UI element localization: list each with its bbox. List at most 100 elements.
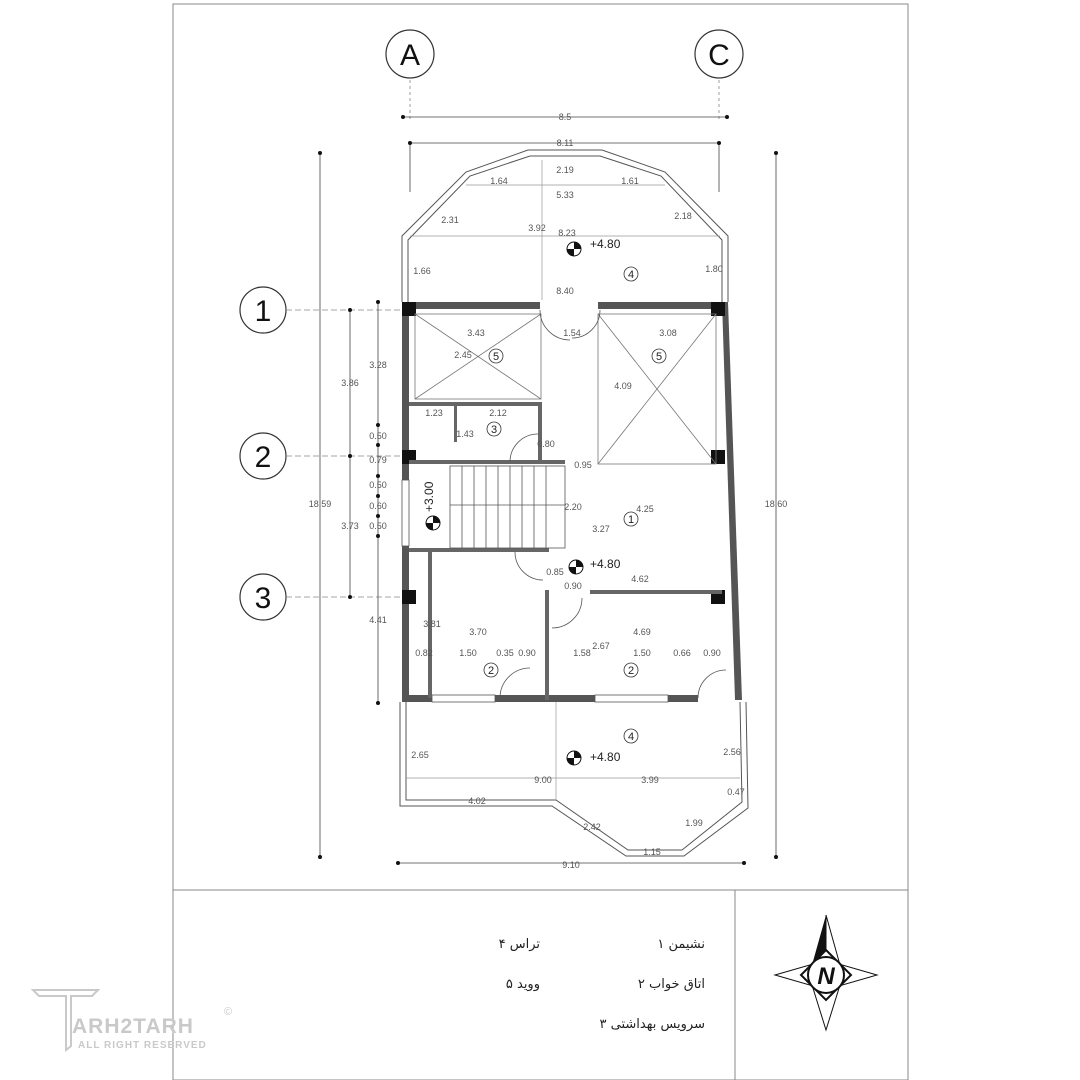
svg-text:8.11: 8.11 (557, 138, 574, 148)
svg-text:3.92: 3.92 (528, 223, 546, 233)
svg-text:9.00: 9.00 (534, 775, 552, 785)
svg-text:2.56: 2.56 (723, 747, 741, 757)
room-tag-living: 1 (628, 514, 634, 526)
svg-text:1.61: 1.61 (621, 176, 639, 186)
svg-text:3.99: 3.99 (641, 775, 659, 785)
svg-text:8.5: 8.5 (559, 112, 572, 122)
svg-text:8.40: 8.40 (556, 286, 574, 296)
svg-text:0.79: 0.79 (369, 455, 387, 465)
svg-text:©: © (224, 1006, 232, 1018)
room-tag-void-left: 5 (493, 351, 499, 363)
grid-bubble-c: C (694, 29, 744, 120)
svg-text:0.82: 0.82 (415, 648, 433, 658)
svg-text:1.80: 1.80 (705, 264, 723, 274)
svg-text:2.12: 2.12 (489, 408, 507, 418)
room-tag-void-right: 5 (656, 351, 662, 363)
svg-text:2.65: 2.65 (411, 750, 429, 760)
level-marker-hall: +4.80 (568, 557, 621, 575)
grid-bubble-1: 1 (239, 286, 402, 334)
svg-text:0.95: 0.95 (574, 460, 592, 470)
svg-text:0.50: 0.50 (369, 480, 387, 490)
svg-text:9.10: 9.10 (562, 860, 580, 870)
room-tag-bottom-terrace: 4 (628, 731, 634, 743)
svg-text:1.15: 1.15 (643, 847, 661, 857)
legend-void: وويد ۵ (506, 977, 540, 992)
svg-text:3: 3 (255, 582, 272, 615)
svg-text:3.27: 3.27 (592, 524, 610, 534)
grid-bubble-3: 3 (239, 573, 402, 621)
svg-text:0.85: 0.85 (546, 567, 564, 577)
svg-text:+3.00: +3.00 (422, 481, 436, 512)
svg-text:0.90: 0.90 (518, 648, 536, 658)
svg-text:1.43: 1.43 (456, 429, 474, 439)
svg-text:0.66: 0.66 (673, 648, 691, 658)
svg-text:0.50: 0.50 (369, 521, 387, 531)
svg-text:0.47: 0.47 (727, 787, 745, 797)
watermark-logo: ARH2TARH ALL RIGHT RESERVED © (30, 989, 232, 1053)
level-marker-stair: +3.00 (422, 481, 441, 531)
grid-bubble-2: 2 (239, 432, 402, 480)
svg-text:1.50: 1.50 (633, 648, 651, 658)
svg-text:0.35: 0.35 (496, 648, 514, 658)
svg-text:+4.80: +4.80 (590, 237, 621, 251)
svg-text:2.20: 2.20 (564, 502, 582, 512)
svg-text:4.41: 4.41 (369, 615, 387, 625)
svg-text:1.99: 1.99 (685, 818, 703, 828)
room-tag-numbers: 4 5 5 3 1 2 2 4 (488, 269, 662, 743)
svg-text:+4.80: +4.80 (590, 557, 621, 571)
svg-text:4.69: 4.69 (633, 627, 651, 637)
svg-text:0.80: 0.80 (537, 439, 555, 449)
legend-bathroom: سرویس بهداشتی ۳ (600, 1017, 705, 1032)
room-tag-bath: 3 (491, 424, 497, 436)
grid-bubble-a: A (385, 29, 435, 120)
svg-text:8.23: 8.23 (558, 228, 576, 238)
svg-text:5.33: 5.33 (556, 190, 574, 200)
svg-text:2.67: 2.67 (592, 641, 610, 651)
svg-text:N: N (817, 963, 835, 990)
legend-terrace: تراس ۴ (499, 937, 541, 952)
svg-text:1: 1 (255, 295, 272, 328)
room-legend: نشیمن ۱ اتاق خواب ۲ سرویس بهداشتی ۳ تراس… (499, 937, 705, 1032)
svg-text:1.54: 1.54 (563, 328, 581, 338)
svg-text:4.09: 4.09 (614, 381, 632, 391)
svg-text:2.18: 2.18 (674, 211, 692, 221)
top-bay-terrace (401, 149, 729, 302)
svg-text:1.64: 1.64 (490, 176, 508, 186)
void-openings (414, 313, 717, 465)
svg-text:1.23: 1.23 (425, 408, 443, 418)
svg-text:ALL RIGHT RESERVED: ALL RIGHT RESERVED (78, 1040, 207, 1051)
svg-text:2.19: 2.19 (556, 165, 574, 175)
svg-text:C: C (708, 39, 730, 72)
svg-text:4.02: 4.02 (468, 796, 486, 806)
bottom-terrace (399, 701, 749, 857)
interior-walls (409, 402, 722, 700)
svg-text:2.42: 2.42 (583, 822, 601, 832)
windows (401, 479, 669, 703)
structural-columns (402, 302, 725, 604)
svg-text:3.86: 3.86 (341, 378, 359, 388)
legend-bedroom: اتاق خواب ۲ (638, 977, 705, 992)
svg-text:3.28: 3.28 (369, 360, 387, 370)
svg-text:3.08: 3.08 (659, 328, 677, 338)
svg-text:18.59: 18.59 (309, 499, 332, 509)
svg-text:2.31: 2.31 (441, 215, 459, 225)
svg-text:0.90: 0.90 (703, 648, 721, 658)
room-tags (483, 266, 667, 744)
svg-text:3.81: 3.81 (423, 619, 441, 629)
room-tag-top-terrace: 4 (628, 269, 634, 281)
sheet-frame (172, 3, 909, 1080)
svg-text:1.66: 1.66 (413, 266, 431, 276)
svg-text:18.60: 18.60 (765, 499, 788, 509)
legend-living: نشیمن ۱ (657, 937, 705, 952)
room-tag-bed-right: 2 (628, 665, 634, 677)
dimension-ticks (318, 115, 778, 865)
top-dimension-lines (319, 116, 777, 864)
svg-text:0.90: 0.90 (564, 581, 582, 591)
svg-text:4.62: 4.62 (631, 574, 649, 584)
svg-text:2: 2 (255, 441, 272, 474)
north-arrow-icon: N (773, 914, 879, 1032)
svg-text:A: A (400, 39, 420, 72)
svg-text:ARH2TARH: ARH2TARH (72, 1015, 194, 1038)
svg-text:1.58: 1.58 (573, 648, 591, 658)
